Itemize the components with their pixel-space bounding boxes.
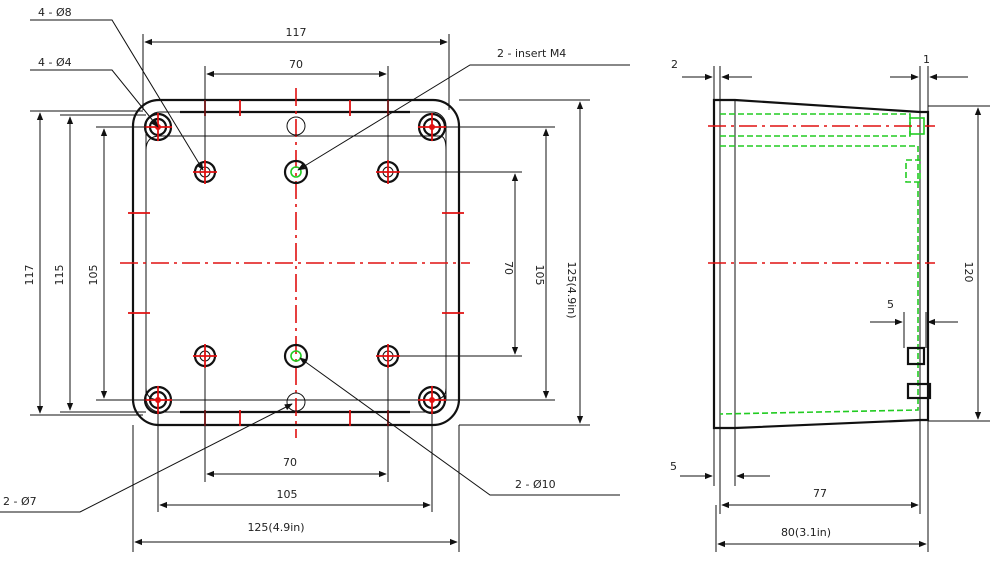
- boss-top-right: [376, 160, 400, 184]
- side-hidden-cavity: [719, 145, 919, 415]
- boss-top-left: [193, 160, 217, 184]
- leader-2-d10: [299, 357, 620, 496]
- leader-2-d7: [0, 403, 293, 513]
- corner-screw-top-right: [417, 112, 447, 142]
- side-latch-lower: [906, 382, 932, 400]
- corner-screw-bottom-right: [417, 385, 447, 415]
- side-latch-upper: [906, 346, 926, 366]
- hole-d7-bottom: [286, 392, 306, 412]
- leader-4-d8: [30, 19, 204, 171]
- dim-bottom-125: 125(4.9in): [247, 521, 304, 534]
- corner-screw-bottom-left: [143, 385, 173, 415]
- hole-d7-top: [286, 116, 306, 136]
- front-view: 117 70 70 105 125(4.9in) 117 115: [0, 6, 630, 552]
- dim-left-105: 105: [87, 265, 100, 286]
- dim-left-117: 117: [23, 265, 36, 286]
- leader-4-d4: [30, 69, 159, 128]
- dim-side-mid-5: 5: [887, 298, 894, 311]
- label-2-d10: 2 - Ø10: [515, 478, 556, 491]
- dim-right-105: 105: [533, 265, 546, 286]
- dim-left-115: 115: [53, 265, 66, 286]
- dim-side-bottom-80: 80(3.1in): [781, 526, 831, 539]
- dim-bottom-105: 105: [277, 488, 298, 501]
- leader-insert-m4: [297, 64, 630, 171]
- dim-side-top-1: 1: [923, 53, 930, 66]
- boss-bottom-right: [376, 344, 400, 368]
- side-body-outline: [712, 98, 930, 430]
- dim-right-125: 125(4.9in): [565, 261, 578, 318]
- label-4-d8: 4 - Ø8: [38, 6, 72, 19]
- dim-side-bottom-5: 5: [670, 460, 677, 473]
- dim-top-70: 70: [289, 58, 303, 71]
- dim-top-117: 117: [286, 26, 307, 39]
- dim-side-bottom-77: 77: [813, 487, 827, 500]
- insert-bottom: [283, 343, 309, 369]
- insert-top: [283, 159, 309, 185]
- front-cavity-outline: [145, 135, 447, 401]
- dim-bottom-70: 70: [283, 456, 297, 469]
- label-2-d7: 2 - Ø7: [3, 495, 37, 508]
- label-insert-m4: 2 - insert M4: [497, 47, 566, 60]
- side-view: 2 1 120 5 5 77 80(3.1in): [670, 53, 990, 552]
- label-4-d4: 4 - Ø4: [38, 56, 72, 69]
- dim-side-top-2: 2: [671, 58, 678, 71]
- dim-side-right-120: 120: [962, 262, 975, 283]
- dim-right-70: 70: [502, 261, 515, 275]
- boss-bottom-left: [193, 344, 217, 368]
- side-hidden-insert-top: [720, 113, 911, 137]
